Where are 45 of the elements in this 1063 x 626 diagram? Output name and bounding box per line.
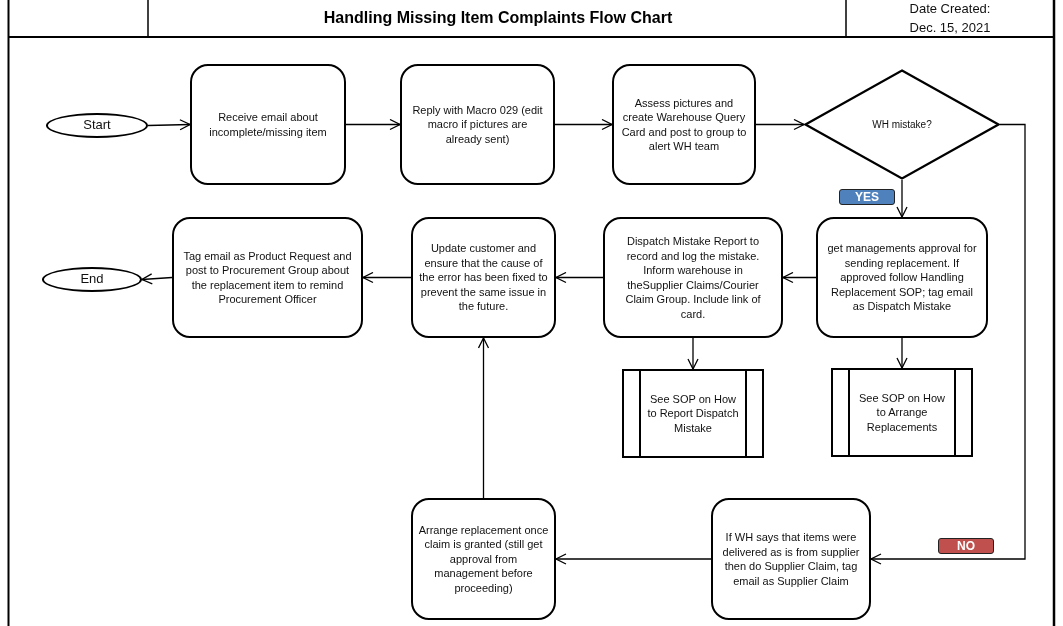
arrow [755,118,805,131]
process-box [603,217,783,338]
arrow [782,271,817,284]
step-text: Assess pictures and create Warehouse Query Card and post to group to alert WH team [621,95,747,154]
arrow [477,337,490,499]
step-text: Receive email about incomplete/missing item [208,110,328,139]
arrow [896,337,908,369]
edge-label: YES [839,189,895,205]
decision-text: WH mistake? [871,117,933,132]
step-text: See SOP on How to Arrange Replacements [858,390,946,435]
step-text: If WH says that items were delivered as is from supplier then do Supplier Claim, tag email as Supplier Claim [721,530,861,588]
arrow [345,118,401,131]
arrow [555,553,712,565]
process-box [190,64,346,185]
step-text: Update customer and ensure that the cause of the error has been fixed to prevent the same issue in the future. [418,241,549,314]
process-box [400,64,555,185]
arrow [870,123,1026,565]
arrow [362,271,412,284]
process-box [816,217,988,338]
step-text: get managements approval for sending replacement. If approved follow Handling Replacement SOP; tag email as Dispatch Mistake [826,241,978,314]
arrow [147,119,191,131]
arrow [141,273,173,285]
step-text: See SOP on How to Report Dispatch Mistake [647,391,739,436]
step-text: Dispatch Mistake Report to record and log the mistake. Inform warehouse in theSupplier Claims/Courier Claim Group. Include link of card. [624,234,762,321]
process-box [411,217,556,338]
process-box [612,64,756,185]
arrow [896,179,908,218]
date-caption: Date Created: [908,1,992,16]
predefined-process-box [622,369,764,458]
process-box [711,498,871,620]
process-box [172,217,363,338]
process-box [411,498,556,620]
chart-title: Handling Missing Item Complaints Flow Chart [322,8,674,28]
arrow [554,118,613,131]
edge-label: NO [938,538,994,554]
predefined-process-box [831,368,973,457]
step-text: Reply with Macro 029 (edit macro if pictures are already sent) [411,102,544,147]
terminal-text: End [80,271,104,288]
arrow [555,271,604,284]
date-value: Dec. 15, 2021 [908,20,992,35]
step-text: Tag email as Product Request and post to Procurement Group about the replacement item to remind Procurement Officer [182,248,353,307]
step-text: Arrange replacement once claim is granted (still get approval from management before proceeding) [417,522,550,596]
decision-diamond [804,69,1000,180]
arrow [687,337,699,370]
terminal-text: Start [83,117,111,134]
